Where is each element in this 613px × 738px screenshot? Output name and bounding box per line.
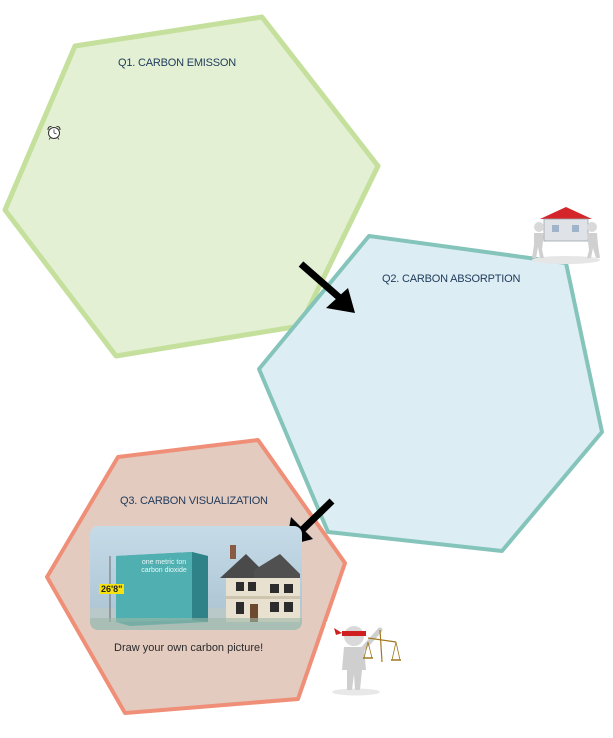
alarm-clock-icon — [47, 125, 61, 140]
arrow-to-q2 — [298, 261, 355, 313]
cube-caption: one metric ton carbon dioxide — [141, 559, 187, 574]
people-carrying-house-icon — [532, 207, 600, 264]
q1-title: Q1. CARBON EMISSON — [118, 57, 237, 69]
q3-caption: Draw your own carbon picture! — [114, 642, 264, 654]
q3-title: Q3. CARBON VISUALIZATION — [120, 495, 268, 507]
blindfolded-figure-icon — [326, 622, 412, 698]
q2-title: Q2. CARBON ABSORPTION — [382, 273, 521, 285]
carbon-visualization-image — [90, 526, 302, 630]
height-label: 26'8" — [99, 584, 125, 594]
